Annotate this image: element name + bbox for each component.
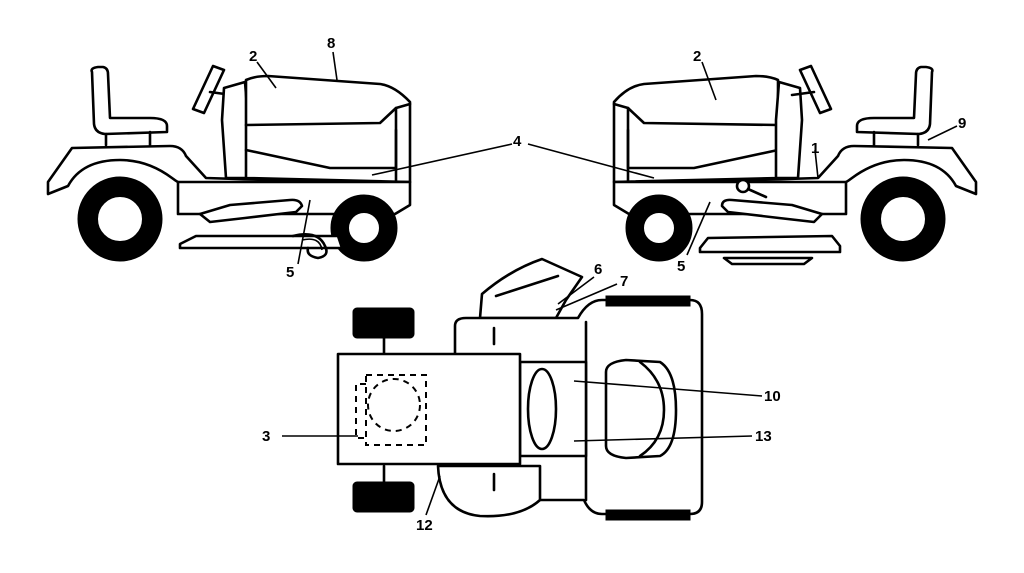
callout-4: 4 bbox=[513, 133, 522, 150]
tractor-top-view bbox=[336, 257, 704, 521]
callout-6: 6 bbox=[594, 261, 602, 278]
callout-1: 1 bbox=[811, 140, 819, 157]
callout-labels: 8 2 2 4 5 5 1 9 6 7 10 13 3 12 bbox=[249, 35, 966, 534]
callout-7: 7 bbox=[620, 273, 628, 290]
tractor-right-side-view bbox=[612, 64, 978, 266]
callout-5-left: 5 bbox=[286, 264, 294, 281]
callout-9: 9 bbox=[958, 115, 966, 132]
tractor-left-side-view bbox=[46, 64, 412, 262]
callout-2-right: 2 bbox=[693, 48, 701, 65]
callout-10: 10 bbox=[764, 388, 781, 405]
callout-13: 13 bbox=[755, 428, 772, 445]
leader-lines bbox=[256, 51, 958, 516]
callout-12: 12 bbox=[416, 517, 433, 534]
callout-3: 3 bbox=[262, 428, 270, 445]
callout-5-right: 5 bbox=[677, 258, 685, 275]
callout-2-left: 2 bbox=[249, 48, 257, 65]
callout-8: 8 bbox=[327, 35, 335, 52]
